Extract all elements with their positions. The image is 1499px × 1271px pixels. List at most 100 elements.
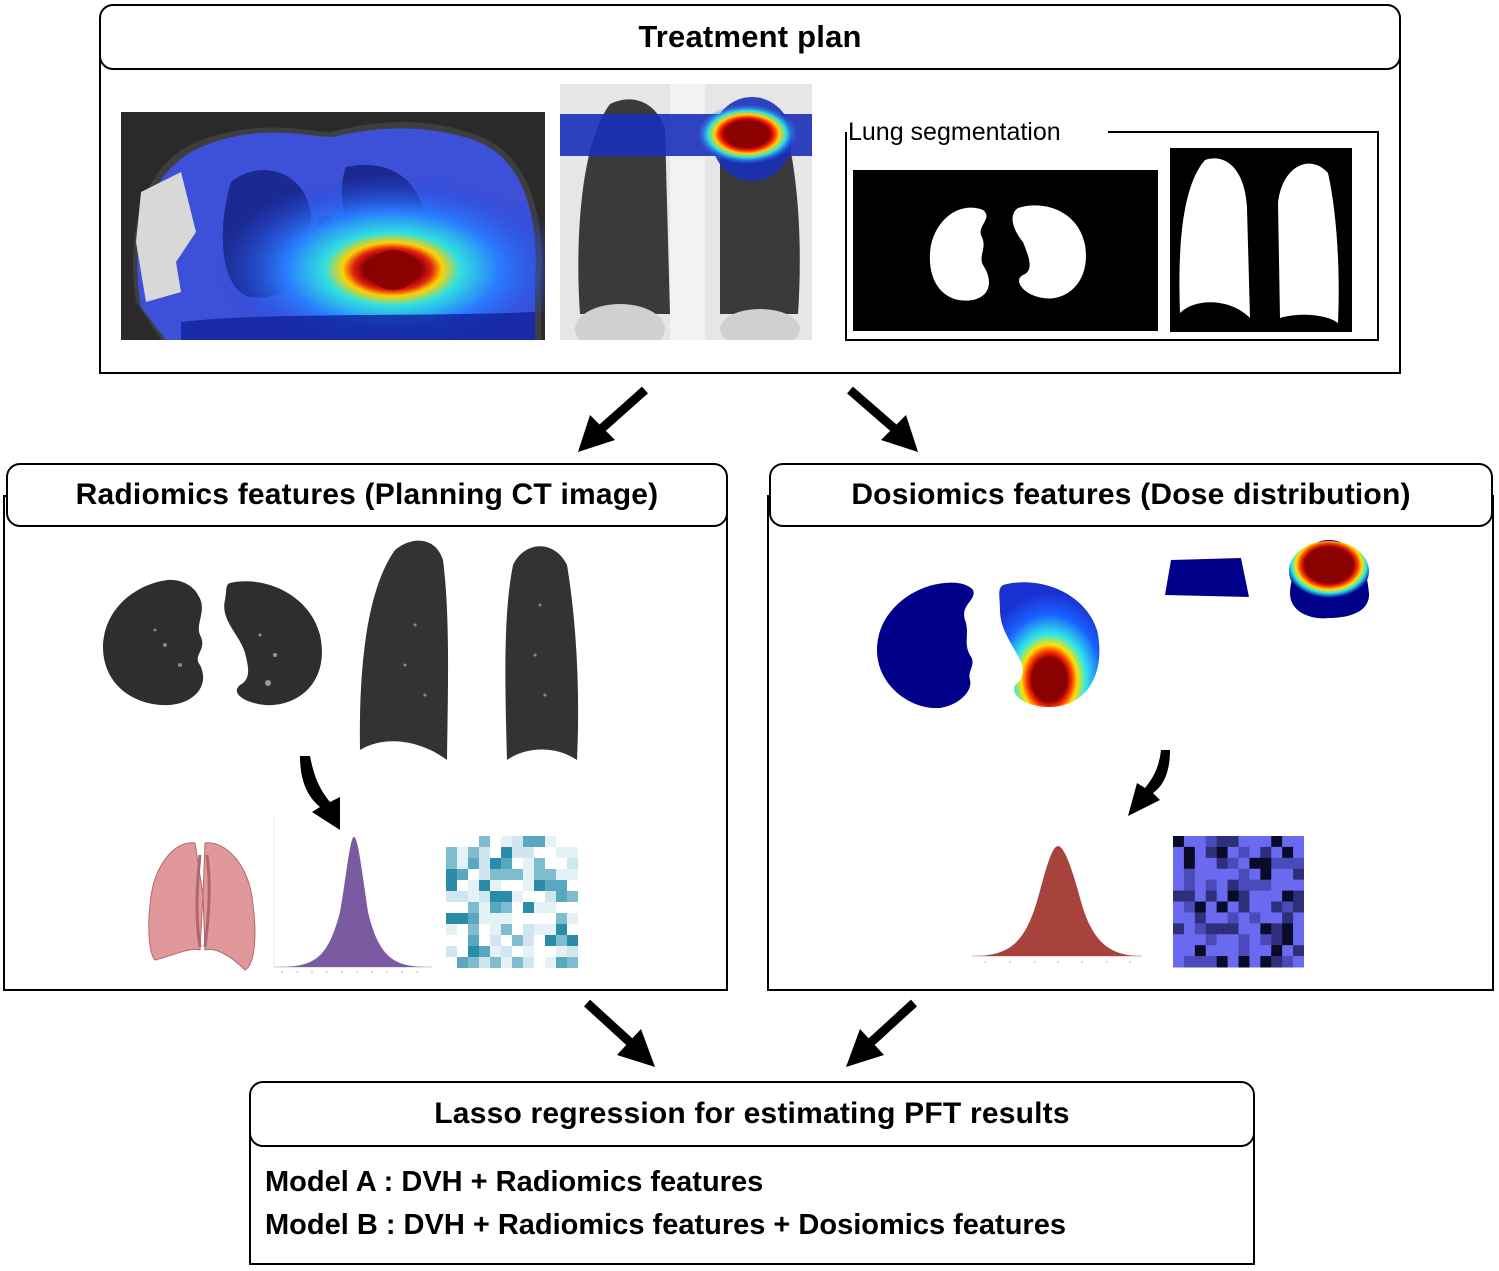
texture-cell — [1227, 868, 1239, 881]
texture-cell — [534, 935, 546, 947]
texture-cell — [468, 957, 480, 968]
texture-cell — [446, 913, 458, 925]
texture-cell — [1260, 901, 1272, 913]
texture-cell — [1173, 868, 1185, 881]
texture-cell — [479, 891, 491, 903]
texture-cell — [446, 902, 458, 914]
texture-cell — [1216, 934, 1229, 946]
texture-cell — [1183, 945, 1196, 957]
texture-cell — [1282, 945, 1294, 957]
texture-cell — [1227, 890, 1239, 902]
texture-cell — [501, 946, 513, 958]
texture-cell — [1205, 879, 1218, 892]
texture-cell — [468, 858, 480, 870]
model-a-text: Model A : DVH + Radiomics features — [265, 1166, 764, 1198]
texture-cell — [523, 858, 535, 870]
texture-cell — [512, 957, 524, 968]
texture-cell — [545, 902, 557, 914]
texture-cell — [501, 913, 513, 925]
texture-cell — [1271, 879, 1283, 892]
axial-segmentation-mask — [853, 170, 1158, 331]
texture-cell — [1173, 879, 1185, 892]
texture-cell — [1249, 945, 1261, 957]
texture-cell — [523, 913, 535, 925]
texture-cell — [446, 858, 458, 870]
texture-cell — [1216, 836, 1229, 848]
texture-cell — [1194, 934, 1207, 946]
radiomics-histogram — [272, 812, 435, 977]
texture-cell — [1260, 934, 1272, 946]
texture-cell — [512, 880, 524, 892]
texture-cell — [1183, 836, 1196, 848]
texture-cell — [1227, 879, 1239, 892]
texture-cell — [1216, 879, 1229, 892]
texture-cell — [512, 935, 524, 947]
texture-cell — [1173, 945, 1185, 957]
texture-cell — [556, 957, 568, 968]
texture-cell — [567, 957, 578, 968]
texture-cell — [1205, 923, 1218, 935]
texture-cell — [490, 880, 502, 892]
texture-cell — [545, 836, 557, 848]
texture-cell — [457, 891, 469, 903]
texture-cell — [1194, 868, 1207, 881]
texture-cell — [1216, 956, 1229, 968]
texture-cell — [1205, 836, 1218, 848]
texture-cell — [1194, 836, 1207, 848]
texture-cell — [457, 946, 469, 958]
texture-cell — [446, 869, 458, 881]
texture-cell — [1293, 868, 1304, 881]
texture-cell — [1205, 934, 1218, 946]
texture-cell — [545, 869, 557, 881]
texture-cell — [556, 935, 568, 947]
texture-cell — [1282, 934, 1294, 946]
radiomics-axial-lungs — [100, 575, 325, 710]
texture-cell — [1227, 934, 1239, 946]
texture-cell — [1173, 836, 1185, 848]
texture-cell — [457, 858, 469, 870]
texture-cell — [567, 858, 578, 870]
texture-cell — [501, 880, 513, 892]
texture-cell — [479, 957, 491, 968]
texture-cell — [534, 957, 546, 968]
texture-cell — [1227, 912, 1239, 924]
texture-cell — [1293, 945, 1304, 957]
texture-cell — [567, 891, 578, 903]
texture-cell — [1173, 923, 1185, 935]
texture-cell — [1282, 836, 1294, 848]
texture-cell — [446, 836, 458, 848]
texture-cell — [1238, 934, 1250, 946]
texture-cell — [523, 935, 535, 947]
texture-cell — [1227, 901, 1239, 913]
texture-cell — [556, 847, 568, 859]
texture-cell — [490, 946, 502, 958]
texture-cell — [534, 880, 546, 892]
texture-cell — [501, 957, 513, 968]
texture-cell — [545, 847, 557, 859]
texture-cell — [556, 946, 568, 958]
texture-cell — [501, 924, 513, 936]
texture-cell — [501, 847, 513, 859]
arrow-dosiomics-to-lasso — [838, 993, 928, 1071]
texture-cell — [1183, 857, 1196, 870]
model-b-text: Model B : DVH + Radiomics features + Dos… — [265, 1209, 1066, 1241]
coronal-segmentation-mask — [1170, 148, 1352, 332]
texture-cell — [567, 935, 578, 947]
texture-cell — [501, 869, 513, 881]
texture-cell — [523, 836, 535, 848]
texture-cell — [545, 913, 557, 925]
texture-cell — [1216, 912, 1229, 924]
texture-cell — [1260, 912, 1272, 924]
texture-cell — [534, 924, 546, 936]
texture-cell — [1249, 868, 1261, 881]
texture-cell — [512, 924, 524, 936]
texture-cell — [479, 913, 491, 925]
texture-cell — [534, 847, 546, 859]
treatment-plan-header: Treatment plan — [99, 4, 1401, 70]
texture-cell — [468, 869, 480, 881]
dosiomics-texture-matrix — [1173, 836, 1304, 969]
texture-cell — [523, 946, 535, 958]
texture-cell — [1194, 857, 1207, 870]
texture-cell — [1183, 868, 1196, 881]
texture-cell — [1282, 868, 1294, 881]
